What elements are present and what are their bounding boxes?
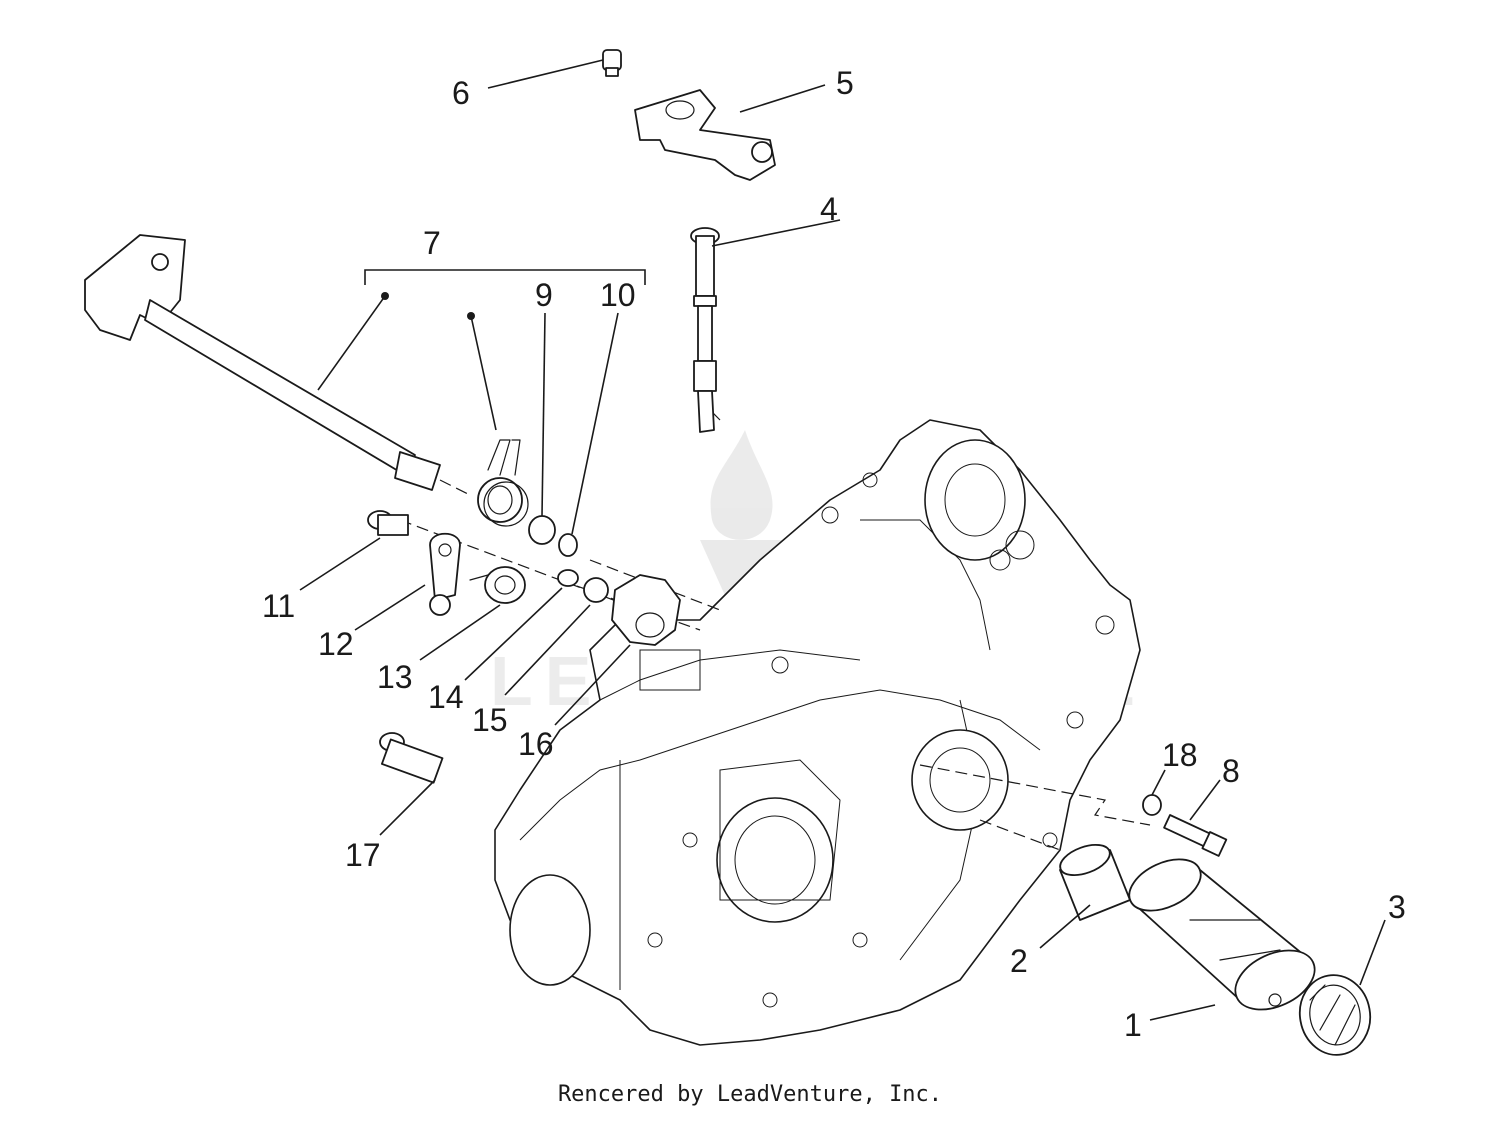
leader-17 xyxy=(379,779,436,836)
callout-17: 17 xyxy=(345,837,381,873)
part-11-bolt xyxy=(367,510,409,536)
callout-14: 14 xyxy=(428,679,464,715)
leader-3 xyxy=(1359,919,1386,986)
leader-18 xyxy=(1151,769,1166,796)
leader-7a xyxy=(317,295,386,391)
part-10-washer xyxy=(558,533,578,557)
part-7-shift-shaft xyxy=(84,234,441,491)
callout-11: 11 xyxy=(262,588,295,624)
callout-10: 10 xyxy=(600,277,636,313)
callout-13: 13 xyxy=(377,659,413,695)
callout-12: 12 xyxy=(318,626,354,662)
part-7-return-spring xyxy=(477,439,529,527)
part-3-needle-bearing xyxy=(1298,974,1372,1056)
leader-9 xyxy=(541,312,546,517)
footer-credit: Rencered by LeadVenture, Inc. xyxy=(557,1082,943,1107)
part-18-washer xyxy=(1142,794,1162,816)
callout-18: 18 xyxy=(1162,737,1198,773)
part-9-circlip xyxy=(528,515,556,545)
part-12-detent-lever xyxy=(429,532,461,616)
part-1-selector-drum xyxy=(1128,858,1316,1011)
callout-labels: 1 2 3 4 5 6 7 8 9 10 11 12 13 14 15 16 1… xyxy=(262,65,1406,1043)
leader-13 xyxy=(419,604,501,661)
callout-3: 3 xyxy=(1388,889,1406,925)
callout-1: 1 xyxy=(1124,1007,1142,1043)
leader-15 xyxy=(504,604,591,696)
callout-16: 16 xyxy=(518,726,554,762)
leader-16 xyxy=(554,644,631,726)
leader-11 xyxy=(299,537,381,591)
callout-8: 8 xyxy=(1222,753,1240,789)
leader-2 xyxy=(1039,904,1091,949)
callout-7: 7 xyxy=(423,225,441,261)
callout-5: 5 xyxy=(836,65,854,101)
part-17-stud xyxy=(379,732,444,784)
callout-6: 6 xyxy=(452,75,470,111)
part-4-rod xyxy=(690,227,720,433)
leader-4 xyxy=(711,219,841,247)
part-5-selector-lever xyxy=(634,89,776,181)
leader-8 xyxy=(1189,779,1221,821)
leader-12 xyxy=(354,584,426,631)
part-14-bolt xyxy=(557,569,579,587)
bracket-7 xyxy=(364,269,646,285)
leader-7b-dot xyxy=(467,312,475,320)
callout-15: 15 xyxy=(472,702,508,738)
callout-4: 4 xyxy=(820,191,838,227)
leader-7a-dot xyxy=(381,292,389,300)
leader-lines xyxy=(299,59,1386,1021)
leader-1 xyxy=(1149,1004,1216,1021)
leader-6 xyxy=(487,59,604,89)
part-15-washer xyxy=(583,577,609,603)
leader-14 xyxy=(464,587,563,681)
leader-7b xyxy=(470,315,497,431)
callout-9: 9 xyxy=(535,277,553,313)
part-16-index-star xyxy=(611,574,681,646)
part-8-bolt xyxy=(1163,814,1228,857)
crankcase xyxy=(494,419,1141,1046)
leader-5 xyxy=(739,84,826,113)
callout-2: 2 xyxy=(1010,943,1028,979)
leader-10 xyxy=(571,312,619,535)
part-2-bushing xyxy=(1059,843,1131,921)
part-6-bolt xyxy=(602,49,622,77)
part-13-spring xyxy=(469,566,526,604)
